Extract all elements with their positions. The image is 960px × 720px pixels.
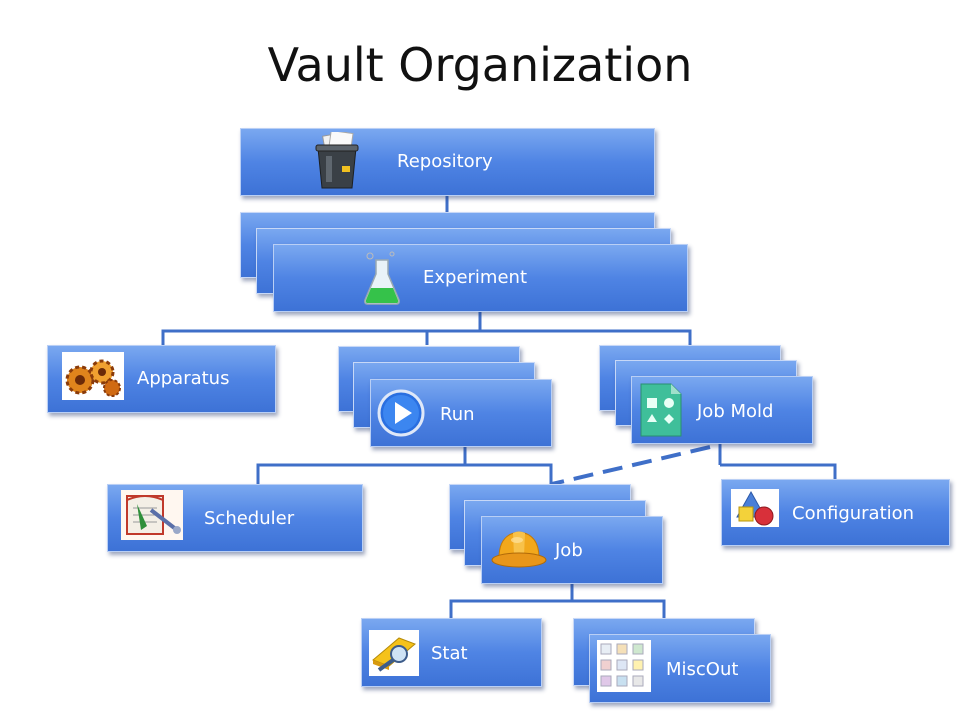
label-apparatus: Apparatus bbox=[137, 368, 230, 389]
label-scheduler: Scheduler bbox=[204, 508, 295, 529]
shapes-document-icon bbox=[639, 382, 683, 442]
connector-job-children bbox=[449, 599, 666, 618]
label-job: Job bbox=[555, 540, 583, 561]
hard-hat-icon bbox=[491, 526, 547, 576]
node-experiment[interactable] bbox=[273, 244, 688, 312]
label-run: Run bbox=[440, 404, 475, 425]
play-icon bbox=[377, 389, 425, 441]
scheduler-icon bbox=[121, 490, 183, 544]
label-configuration: Configuration bbox=[792, 503, 915, 524]
page-title: Vault Organization bbox=[267, 38, 693, 92]
dashed-connector-jobmold-job bbox=[551, 445, 711, 486]
flask-icon bbox=[362, 250, 402, 310]
shapes-icon bbox=[731, 489, 779, 531]
connector-jobmold-configuration bbox=[720, 463, 837, 479]
node-repository[interactable] bbox=[240, 128, 655, 196]
label-stat: Stat bbox=[431, 643, 468, 664]
label-experiment: Experiment bbox=[423, 267, 528, 288]
label-job-mold: Job Mold bbox=[697, 401, 774, 422]
trash-bin-icon bbox=[312, 129, 362, 194]
gears-icon bbox=[62, 352, 124, 404]
thumbnails-icon bbox=[597, 640, 651, 696]
label-miscout: MiscOut bbox=[666, 659, 739, 680]
label-repository: Repository bbox=[397, 151, 493, 172]
connector-run-children bbox=[256, 463, 553, 484]
magnifier-icon bbox=[369, 630, 419, 680]
